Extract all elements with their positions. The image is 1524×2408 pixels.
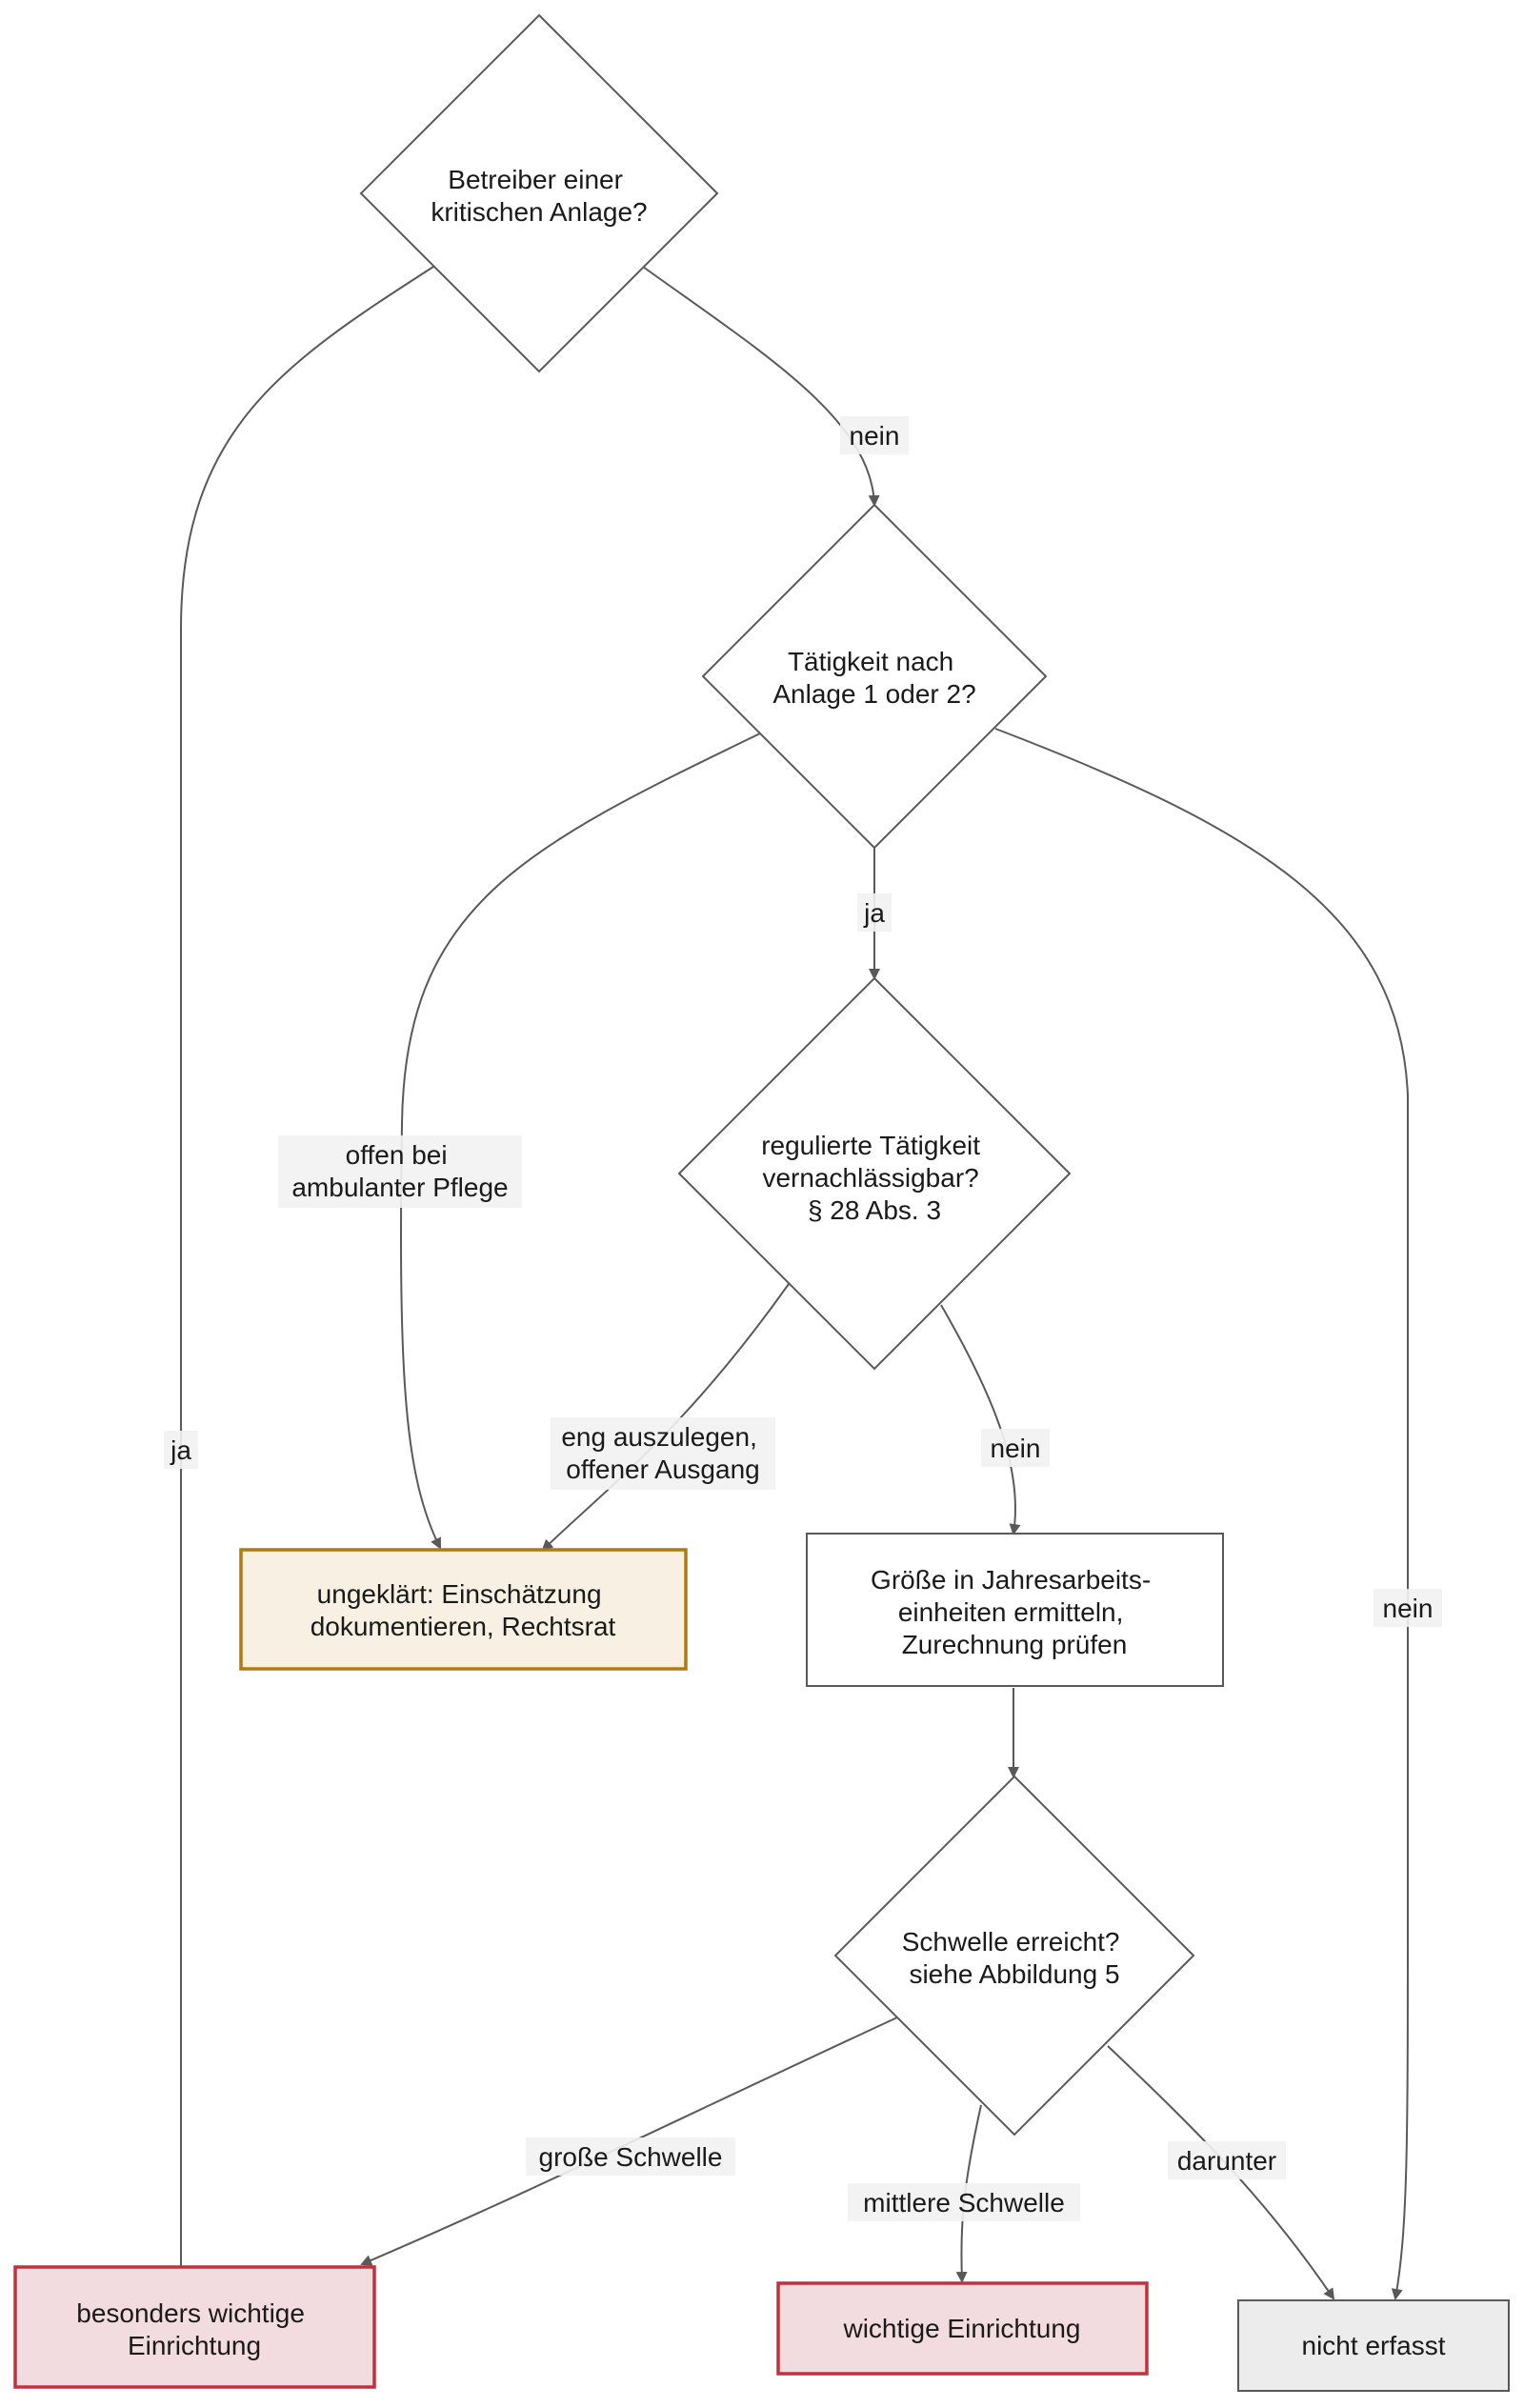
unclear-outcome-text: ungeklärt: Einschätzung dokumentieren, R… bbox=[311, 1579, 616, 1641]
outcome-important-entity bbox=[776, 2281, 1149, 2376]
decision-regulated-negligible bbox=[677, 976, 1072, 1371]
label-bg-d1-ja bbox=[164, 1431, 198, 1469]
label-bg-d4-mittel bbox=[848, 2183, 1080, 2221]
decision-threshold-reached-text: Schwelle erreicht? siehe Abbildung 5 bbox=[902, 1927, 1128, 1989]
edge-label-d2-offen: offen bei ambulanter Pflege bbox=[291, 1140, 508, 1202]
edge-label-d1-nein: nein bbox=[850, 421, 900, 451]
label-bg-d4-gross bbox=[526, 2137, 735, 2176]
outcome-important-entity-text: wichtige Einrichtung bbox=[842, 2314, 1080, 2343]
decision-threshold-reached bbox=[833, 1775, 1195, 2137]
edge-d2-nein bbox=[994, 728, 1409, 2300]
edge-d1-ja bbox=[175, 266, 434, 2283]
outcome-not-covered bbox=[1237, 2299, 1510, 2392]
size-determination-text: Größe in Jahresarbeits- einheiten ermitt… bbox=[871, 1565, 1158, 1659]
unclear-outcome-box bbox=[239, 1548, 688, 1671]
edge-label-d4-mittel: mittlere Schwelle bbox=[863, 2188, 1065, 2217]
decision-regulated-negligible-text: regulierte Tätigkeit vernachlässigbar? §… bbox=[761, 1131, 988, 1225]
nodes: Betreiber einer kritischen Anlage? Tätig… bbox=[13, 13, 1510, 2392]
edge-d3-nein bbox=[940, 1304, 1021, 1535]
edge-label-d4-gross: große Schwelle bbox=[539, 2142, 723, 2172]
label-bg-d3-eng bbox=[551, 1417, 775, 1490]
label-bg-d4-darunter bbox=[1168, 2141, 1286, 2179]
edge-label-d2-ja: ja bbox=[863, 898, 885, 928]
label-bg-d2-ja bbox=[857, 893, 892, 932]
outcome-particularly-important-entity-text: besonders wichtige Einrichtung bbox=[76, 2298, 311, 2360]
decision-operator-critical-facility-text: Betreiber einer kritischen Anlage? bbox=[431, 165, 647, 227]
label-bg-d1-nein bbox=[840, 416, 909, 454]
edge-label-d1-ja: ja bbox=[170, 1435, 191, 1465]
edge-d3-eng bbox=[541, 1283, 790, 1552]
decision-activity-annex bbox=[701, 503, 1048, 850]
edge-label-d3-eng: eng auszulegen, offener Ausgang bbox=[561, 1422, 764, 1484]
outcome-not-covered-text: nicht erfasst bbox=[1302, 2331, 1446, 2360]
edge-labels: ja nein ja offen bei ambulanter Pflege n… bbox=[164, 416, 1442, 2221]
edge-label-d3-nein: nein bbox=[991, 1434, 1041, 1463]
label-bg-d2-nein bbox=[1374, 1589, 1442, 1627]
outcome-particularly-important-entity bbox=[13, 2265, 376, 2389]
decision-activity-annex-text: Tätigkeit nach Anlage 1 oder 2? bbox=[772, 647, 975, 709]
edge-d2-offen bbox=[400, 732, 761, 1550]
edge-label-d4-darunter: darunter bbox=[1177, 2146, 1276, 2176]
size-determination-box bbox=[806, 1533, 1224, 1687]
label-bg-d3-nein bbox=[981, 1429, 1050, 1467]
label-bg-d2-offen bbox=[278, 1135, 522, 1208]
edge-d1-nein bbox=[642, 266, 880, 507]
edge-label-d2-nein: nein bbox=[1383, 1594, 1434, 1623]
decision-operator-critical-facility bbox=[359, 13, 719, 373]
